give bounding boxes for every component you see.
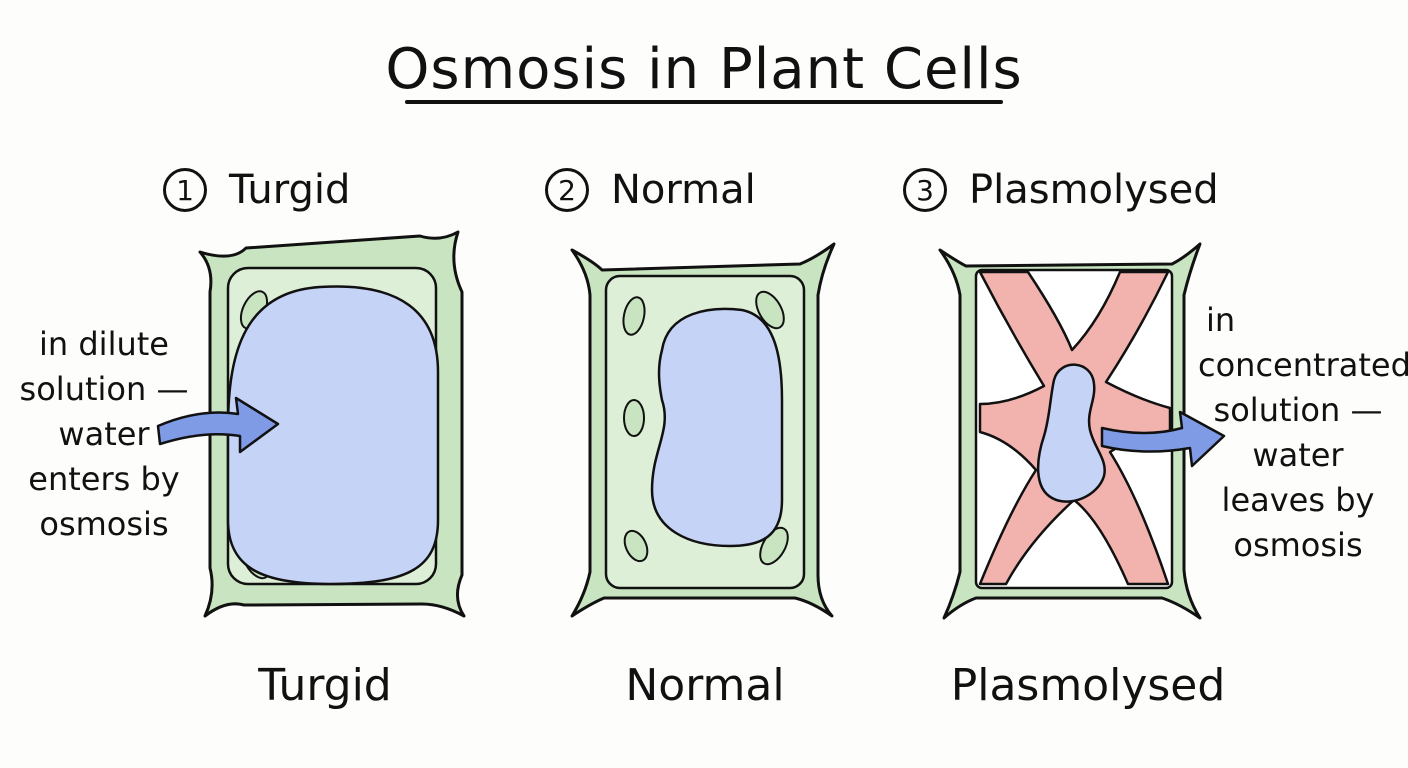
heading-plasmolysed-label: Plasmolysed [969, 167, 1219, 213]
water-out-arrow [1100, 410, 1226, 468]
heading-normal: 2 Normal [545, 160, 756, 220]
heading-turgid: 1 Turgid [163, 160, 350, 220]
heading-plasmolysed: 3 Plasmolysed [903, 160, 1219, 220]
note-line: concentrated [1198, 346, 1408, 384]
note-line: water [1252, 436, 1344, 474]
normal-cell [570, 242, 836, 618]
plasmolysed-cell [938, 242, 1202, 620]
title-underline [405, 100, 1003, 104]
note-concentrated-solution: in concentrated solution — water leaves … [1198, 298, 1408, 568]
note-dilute-solution: in dilute solution — water enters by osm… [14, 322, 194, 547]
normal-chloroplast [755, 290, 785, 330]
caption-normal: Normal [625, 660, 785, 711]
step-number-3: 3 [903, 168, 947, 212]
step-number-1: 1 [163, 168, 207, 212]
normal-chloroplast [622, 296, 646, 336]
page-title: Osmosis in Plant Cells [385, 37, 1023, 102]
normal-chloroplast [623, 399, 645, 437]
note-line: enters by [28, 460, 180, 498]
note-line: in [1206, 301, 1236, 339]
normal-chloroplast [623, 529, 649, 563]
note-line: leaves by [1221, 481, 1375, 519]
step-number-2: 2 [545, 168, 589, 212]
water-in-arrow [156, 396, 280, 454]
heading-normal-label: Normal [611, 167, 756, 213]
caption-plasmolysed: Plasmolysed [950, 660, 1226, 711]
turgid-cell [198, 230, 466, 618]
note-line: solution — [19, 370, 189, 408]
plasmolysed-vacuole [1036, 363, 1106, 503]
note-line: water [58, 415, 150, 453]
normal-vacuole [650, 307, 784, 548]
note-line: in dilute [39, 325, 169, 363]
turgid-vacuole [226, 285, 440, 586]
heading-turgid-label: Turgid [229, 167, 351, 213]
caption-turgid: Turgid [258, 660, 392, 711]
note-line: osmosis [1233, 526, 1363, 564]
note-line: solution — [1213, 391, 1383, 429]
note-line: osmosis [39, 505, 169, 543]
